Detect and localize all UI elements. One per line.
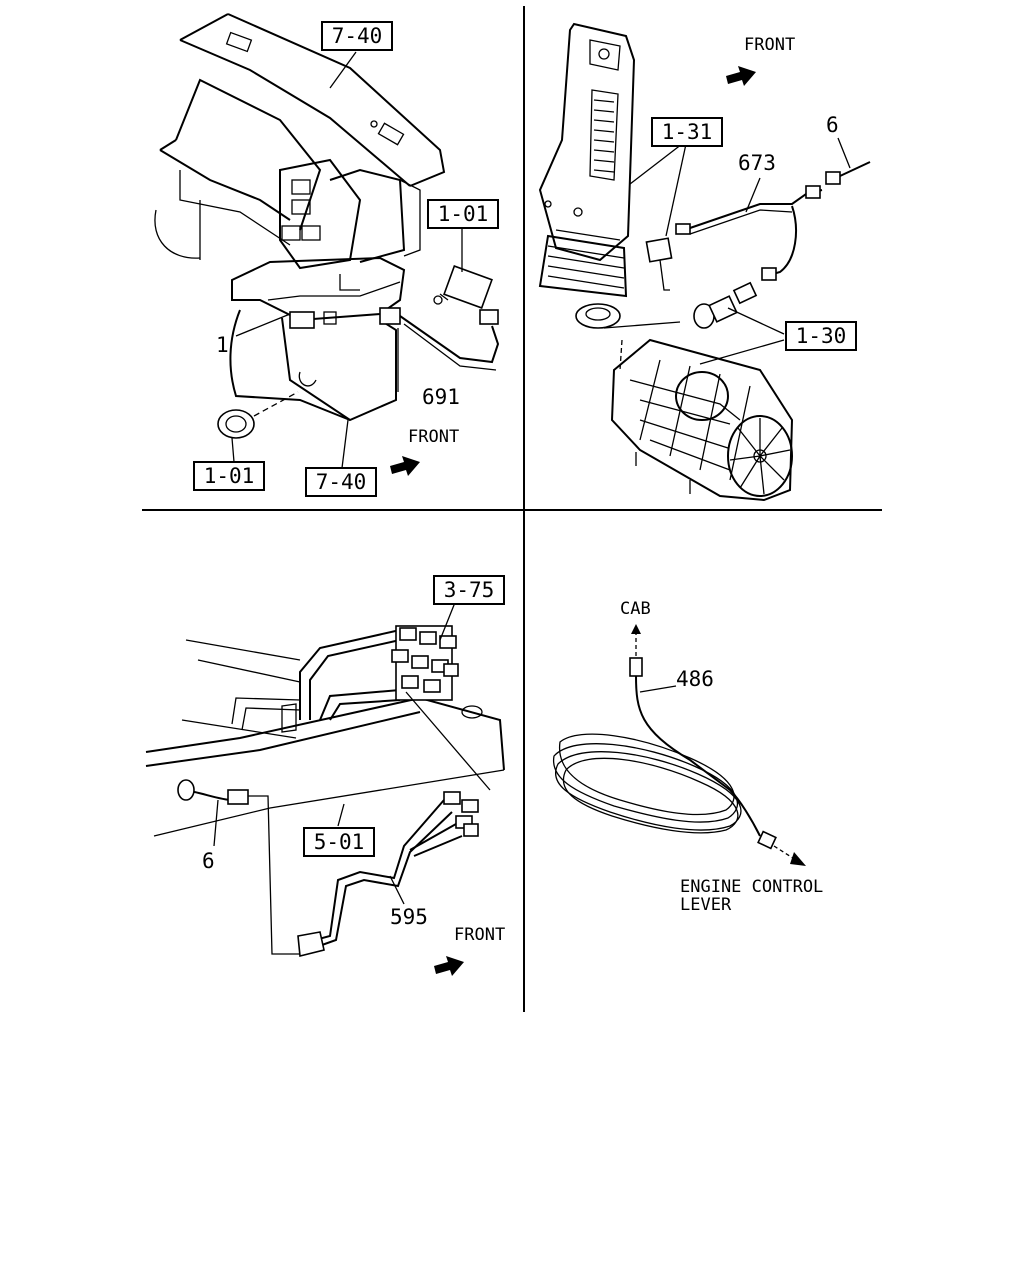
quadrant-top-right: FRONT bbox=[538, 22, 871, 502]
leader-lines bbox=[603, 137, 851, 365]
callout-595: 595 bbox=[390, 905, 428, 929]
ref-box-1-30 bbox=[785, 321, 857, 351]
ref-box-5-01 bbox=[303, 827, 375, 857]
callout-1: 1 bbox=[216, 333, 229, 357]
leader-lines bbox=[213, 599, 457, 905]
ref-box-7-40-top bbox=[321, 21, 393, 51]
coiled-cable-illustration bbox=[552, 657, 806, 866]
leader-lines bbox=[231, 51, 463, 469]
callout-6: 6 bbox=[826, 113, 839, 137]
ref-label-1-30: 1-30 bbox=[796, 324, 847, 348]
switch-illustration bbox=[379, 265, 500, 371]
ref-label-3-75: 3-75 bbox=[444, 578, 495, 602]
arrow-down-right-icon bbox=[790, 852, 806, 866]
callout-6: 6 bbox=[202, 849, 215, 873]
quadrant-bottom-left: 3-75 6 5-01 595 FRONT bbox=[145, 575, 505, 976]
valve-harness-illustration bbox=[145, 625, 505, 958]
quadrant-bottom-right: CAB 486 ENGINE CONTROL LEVER bbox=[552, 599, 823, 915]
ref-label-7-40-top: 7-40 bbox=[332, 24, 383, 48]
cap-illustration bbox=[217, 391, 299, 439]
ref-box-1-31 bbox=[651, 117, 723, 147]
ref-label-7-40-bottom: 7-40 bbox=[316, 470, 367, 494]
front-arrow-icon bbox=[726, 66, 756, 86]
arrow-up-icon bbox=[631, 624, 641, 634]
ref-box-7-40-bottom bbox=[305, 467, 377, 497]
engine-label-line1: ENGINE CONTROL bbox=[680, 877, 823, 897]
ref-box-3-75 bbox=[433, 575, 505, 605]
callout-691: 691 bbox=[422, 385, 460, 409]
quadrant-top-left: 7-40 1-01 1 691 1-01 7-40 FRONT bbox=[154, 13, 500, 497]
cab-label: CAB bbox=[620, 599, 651, 619]
front-label: FRONT bbox=[744, 35, 795, 55]
ref-box-1-01-switch bbox=[427, 199, 499, 229]
callout-673: 673 bbox=[738, 151, 776, 175]
air-intake-illustration bbox=[538, 22, 794, 502]
front-label: FRONT bbox=[408, 427, 459, 447]
front-arrow-icon bbox=[434, 956, 464, 976]
ref-label-1-01-cap: 1-01 bbox=[204, 464, 255, 488]
quadrant-dividers bbox=[142, 6, 882, 1012]
front-label: FRONT bbox=[454, 925, 505, 945]
ref-label-1-31: 1-31 bbox=[662, 120, 713, 144]
ref-box-1-01-cap bbox=[193, 461, 265, 491]
callout-486: 486 bbox=[676, 667, 714, 691]
front-arrow-icon bbox=[390, 456, 420, 476]
engine-label-line2: LEVER bbox=[680, 895, 732, 915]
sensor-harness-illustration bbox=[645, 161, 871, 329]
ref-label-5-01: 5-01 bbox=[314, 830, 365, 854]
dashboard-illustration bbox=[154, 13, 500, 439]
ref-label-1-01-switch: 1-01 bbox=[438, 202, 489, 226]
